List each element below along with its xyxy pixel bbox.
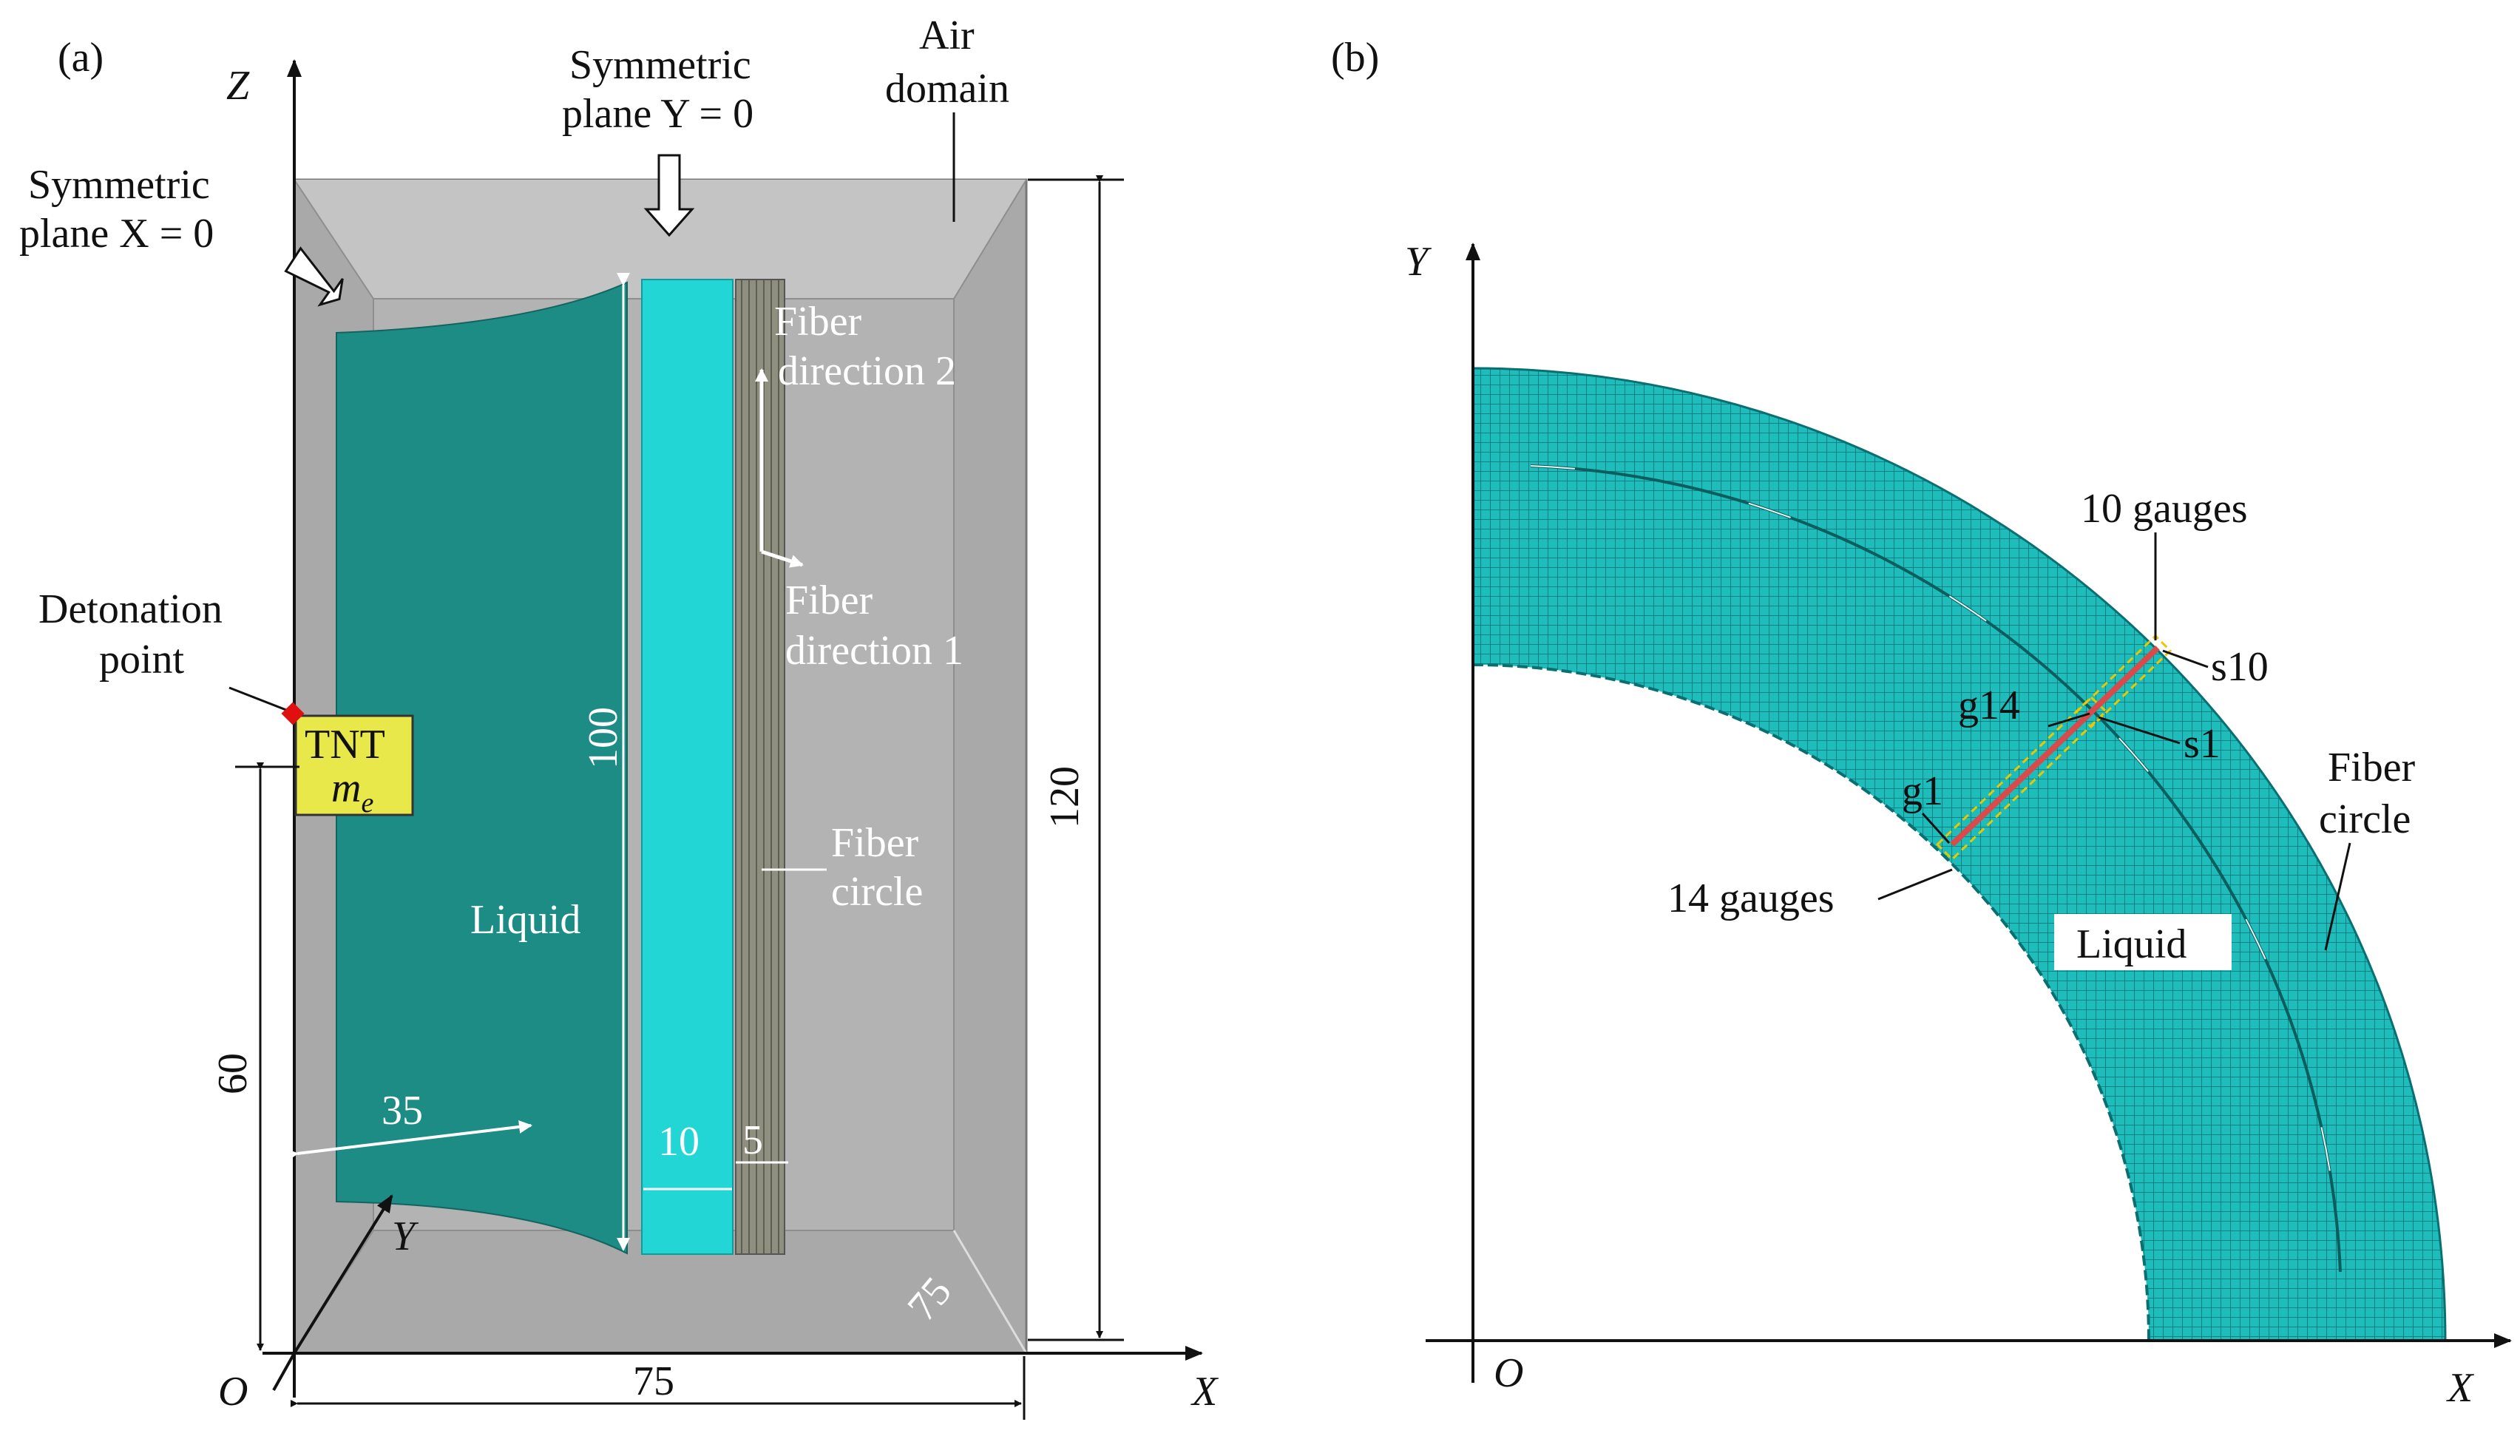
fiber-dir2-line2: direction 2 [778,348,956,394]
panel-b-tag: (b) [1331,35,1379,81]
gauges-14-label: 14 gauges [1667,876,1835,921]
dim-35-label: 35 [382,1088,423,1134]
panel-a: (a) Z Y X O Symmetric plane Y = 0 Symmet… [19,13,1219,1420]
sym-plane-x-line1: Symmetric [28,162,210,208]
air-edge [952,1230,1028,1354]
b-axis-x-label: X [2446,1365,2475,1411]
air-domain-top-face [294,180,1026,299]
cylinder-wall [641,279,734,1255]
gauges-10-highlight [2074,634,2172,729]
dim-75-bottom-label: 75 [633,1358,674,1404]
y-axis [293,1194,393,1355]
y-axis-tail [272,1352,296,1391]
liquid-a-label: Liquid [470,897,580,943]
detonation-line1: Detonation [38,586,223,632]
dim-100-label: 100 [580,707,626,769]
b-origin-label: O [1494,1350,1523,1396]
mesh-outer-boundary [1472,367,2447,1341]
gauges-14-highlight [1935,695,2108,861]
fiber-circle-a-line1: Fiber [831,820,919,866]
b-axis-y-label: Y [1405,239,1432,285]
axis-y-label: Y [392,1213,419,1259]
air-edge [953,179,1027,299]
g1-label: g1 [1902,768,1943,814]
air-domain-line2: domain [885,66,1009,112]
axis-z-label: Z [226,63,250,109]
g1-leader [1921,812,1951,844]
liquid-b-box [2054,914,2232,970]
gauges-10-line [2089,646,2160,714]
panel-a-tag: (a) [58,35,104,81]
mesh-inner-boundary [1472,663,2150,1341]
liquid-body [336,281,628,1255]
sym-plane-x-arrow-icon [284,246,344,307]
origin-label: O [218,1369,248,1415]
dim-120-label: 120 [1042,766,1088,828]
air-edge [294,179,374,299]
liquid-b-label: Liquid [2076,921,2187,967]
sym-plane-y-arrow-icon [643,154,695,237]
fiber-dir2-line1: Fiber [774,299,862,345]
fiber-dir1-line1: Fiber [785,578,873,623]
sym-plane-x-line2: plane X = 0 [19,211,214,257]
panel-b: (b) Y X O 10 gauges s10 g14 s1 g1 [1331,35,2512,1411]
dim-35-line [285,1120,532,1162]
air-domain-line1: Air [919,13,975,58]
sym-plane-y-line2: plane Y = 0 [562,91,753,137]
fiber-dir1-line2: direction 1 [785,628,963,674]
gauges-14-leader [1877,868,1953,901]
dim-10-label: 10 [658,1119,700,1165]
sym-plane-y-line1: Symmetric [569,42,751,88]
s1-leader [2098,716,2181,745]
tnt-charge [294,714,414,816]
axis-x-label: X [1190,1369,1219,1415]
charge-mass-label: me [331,765,373,819]
g14-label: g14 [1958,683,2020,728]
fiber-circle-b-leader [2324,842,2351,951]
s10-leader [2162,649,2209,668]
fiber-circle-b-line2: circle [2319,796,2411,842]
detonation-line2: point [99,637,185,683]
fiber-circle-b-line1: Fiber [2328,745,2416,790]
gauges-14-line [1950,710,2093,847]
detonation-leader [228,686,291,713]
detonation-point-marker [281,702,305,725]
tnt-label: TNT [305,722,385,768]
g14-leader [2048,712,2090,728]
s1-label: s1 [2184,721,2221,767]
fiber-dir1-arrow-icon [761,549,804,568]
mesh-quarter-annulus [1473,368,2445,1341]
gauges-10-label: 10 gauges [2081,486,2248,532]
dim-60-label: 60 [210,1053,256,1094]
dim-5-label: 5 [742,1117,763,1163]
fiber-circle-a-line2: circle [831,869,923,915]
s10-label: s10 [2211,644,2269,690]
